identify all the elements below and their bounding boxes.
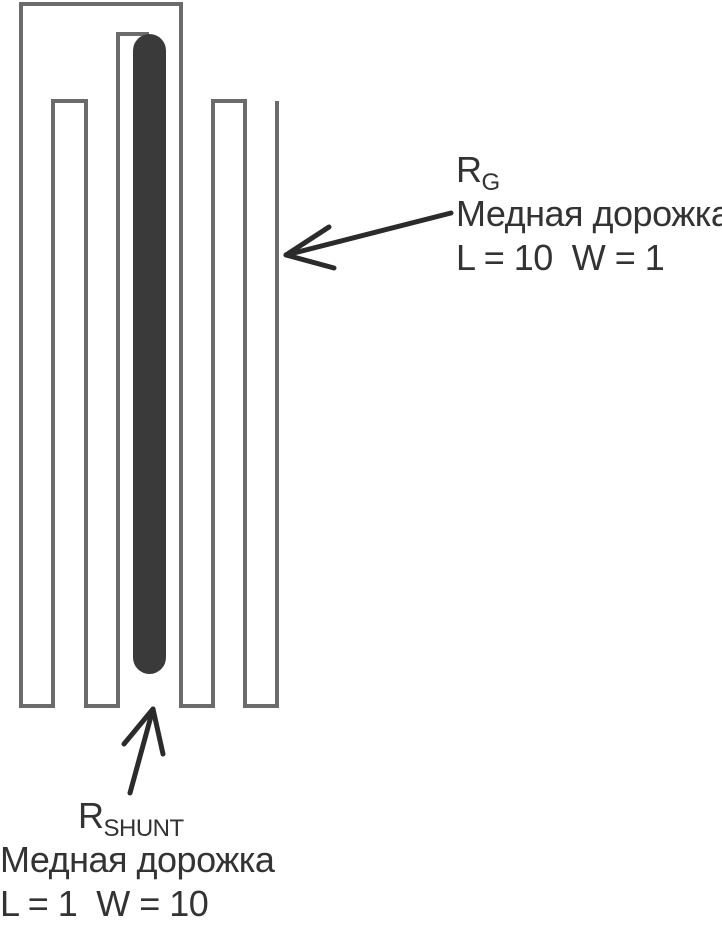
rg-dimensions: L = 10 W = 1 (456, 237, 665, 278)
rg-description: Медная дорожка (456, 193, 722, 234)
rshunt-thick-trace (133, 34, 166, 674)
rshunt-symbol-subscript: SHUNT (103, 815, 185, 842)
rshunt-description: Медная дорожка (0, 839, 275, 880)
rg-symbol-main: R (456, 149, 482, 190)
rg-symbol-subscript: G (481, 169, 501, 196)
rshunt-dimensions: L = 1 W = 10 (0, 883, 209, 924)
rshunt-label: RSHUNT Медная дорожка L = 1 W = 10 (0, 798, 275, 930)
rg-arrow (283, 210, 454, 271)
rg-symbol: RG (456, 152, 722, 196)
rg-label: RG Медная дорожка L = 10 W = 1 (456, 152, 722, 284)
rshunt-symbol: RSHUNT (0, 798, 274, 842)
rg-serpentine-trace (19, 2, 279, 708)
rshunt-arrow (121, 706, 166, 796)
rshunt-symbol-main: R (78, 795, 104, 836)
